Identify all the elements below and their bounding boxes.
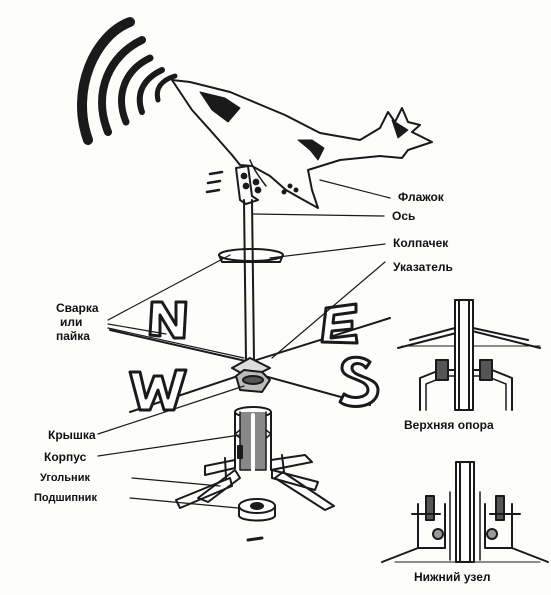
bearing bbox=[238, 498, 276, 542]
label-housing: Корпус bbox=[44, 450, 87, 464]
label-cap: Колпачек bbox=[393, 236, 449, 250]
upper-support-detail bbox=[397, 299, 541, 411]
axis-shaft bbox=[243, 199, 255, 361]
label-axis: Ось bbox=[392, 209, 416, 223]
angle-brackets bbox=[175, 454, 335, 511]
rooster-body bbox=[171, 79, 433, 209]
label-welding-line3: пайка bbox=[56, 329, 90, 343]
cover bbox=[235, 369, 271, 393]
flag-bracket bbox=[205, 165, 262, 205]
letter-e bbox=[320, 302, 359, 345]
rivets bbox=[205, 170, 224, 194]
label-welding-line2: или bbox=[60, 315, 83, 329]
rooster-tail bbox=[77, 17, 178, 145]
label-lower-unit: Нижний узел bbox=[414, 570, 491, 584]
letter-n bbox=[148, 300, 188, 340]
cap bbox=[218, 248, 284, 263]
label-pointer: Указатель bbox=[393, 260, 453, 274]
label-angles: Угольник bbox=[40, 472, 90, 484]
label-bearing: Подшипник bbox=[34, 492, 97, 504]
direction-letters bbox=[128, 300, 380, 412]
housing bbox=[234, 406, 272, 472]
label-cover: Крышка bbox=[48, 428, 96, 442]
leader-lines bbox=[97, 179, 391, 509]
label-welding-line1: Сварка bbox=[56, 301, 99, 315]
label-upper-support: Верхняя опора bbox=[404, 418, 494, 432]
letter-w bbox=[128, 368, 188, 412]
label-flag: Флажок bbox=[398, 190, 444, 204]
lower-unit-detail bbox=[381, 461, 549, 563]
letter-s bbox=[338, 355, 380, 408]
